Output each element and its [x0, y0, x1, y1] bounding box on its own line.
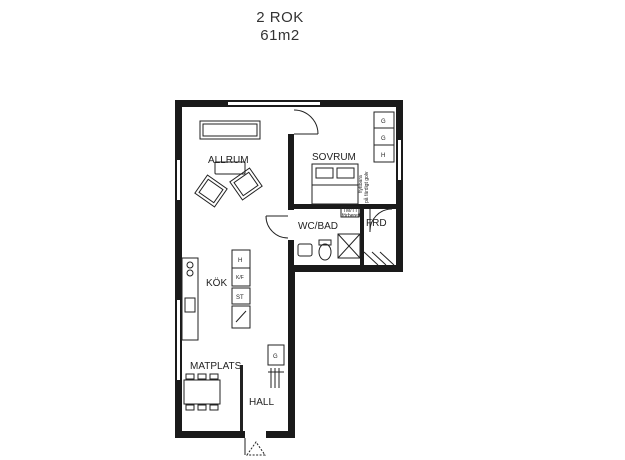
allrum-furniture: [194, 120, 263, 208]
fridge-h: H: [238, 258, 242, 264]
chair-2: [197, 373, 207, 380]
armchair-right-seat: [233, 171, 259, 197]
note-pa-fardigt-golv: på färdigt golv: [363, 171, 370, 203]
wall-step: [288, 265, 403, 272]
label-kok: KÖK: [206, 277, 227, 289]
shower: [337, 233, 361, 259]
hob-2: [186, 269, 194, 277]
oven: [231, 305, 251, 329]
wall-right-lower: [288, 265, 295, 438]
door-frd-arc: [369, 208, 393, 233]
pillow-right: [336, 167, 355, 179]
dining-table: [183, 379, 221, 405]
st-cabinet: [231, 287, 251, 305]
tm-tt-label: TM/TT: [343, 208, 358, 214]
window-left-1: [177, 160, 180, 200]
armchair-left: [194, 174, 228, 208]
frd-hatch: [363, 251, 395, 266]
forberett-label: förberett: [342, 213, 361, 219]
hob-1: [186, 261, 194, 269]
bed-duvet: [311, 184, 359, 205]
wall-bottom-right: [266, 431, 295, 438]
bath-fixtures: TM/TT förberett: [297, 206, 361, 261]
chair-6: [209, 404, 219, 411]
plan-title: 2 ROK: [256, 9, 304, 26]
wardrobe-block: [373, 111, 395, 163]
wall-left: [175, 100, 182, 438]
outer-walls: [175, 100, 403, 438]
wardrobe-g-1: G: [381, 119, 386, 125]
wall-hall-partition: [240, 365, 243, 431]
dining: [183, 373, 221, 411]
st-label: ST: [236, 295, 244, 301]
bed: [311, 163, 359, 205]
hall-fixtures: G: [267, 344, 285, 388]
label-matplats: MATPLATS: [190, 361, 242, 372]
wall-bath-frd: [360, 204, 364, 265]
interior-walls: [240, 134, 396, 431]
window-left-2: [177, 300, 180, 380]
doors: [244, 109, 393, 456]
fridge-kf: K/F: [236, 275, 244, 281]
sink: [297, 243, 313, 257]
sofa: [199, 120, 261, 140]
chair-4: [185, 404, 195, 411]
wardrobe-g-2: G: [381, 136, 386, 142]
label-allrum: ALLRUM: [208, 155, 249, 166]
sofa-cushion: [202, 123, 258, 137]
note-flyttbara: flyttbara: [358, 175, 364, 193]
wall-bath-left: [288, 240, 294, 270]
wardrobe-h: H: [381, 153, 385, 159]
label-frd: FRD: [366, 218, 387, 229]
tm-tt-box: [340, 206, 360, 218]
door-entry-arrow: [246, 441, 266, 456]
coffee-table: [214, 161, 246, 175]
kitchen: H K/F ST: [181, 249, 251, 341]
chair-5: [197, 404, 207, 411]
label-hall: HALL: [249, 397, 274, 408]
toilet: [318, 243, 332, 261]
window-top: [228, 102, 320, 105]
wall-bottom-left: [175, 431, 245, 438]
plan-area: 61m2: [260, 27, 300, 44]
chair-1: [185, 373, 195, 380]
kitchen-counter: [181, 257, 199, 341]
window-right-1: [398, 140, 401, 180]
wall-sovrum-left: [288, 140, 294, 210]
pillow-left: [315, 167, 334, 179]
sovrum-furniture: [311, 163, 359, 205]
hall-wardrobe: [267, 344, 285, 366]
toilet-tank: [318, 239, 332, 246]
door-bath-arc: [265, 215, 289, 239]
hall-wardrobe-g: G: [273, 354, 278, 360]
armchair-right: [229, 167, 263, 201]
armchair-left-seat: [198, 178, 224, 204]
chair-3: [209, 373, 219, 380]
wall-sovrum-corner: [288, 134, 294, 144]
kitchen-sink: [184, 297, 196, 313]
label-sovrum: SOVRUM: [312, 152, 356, 163]
wardrobes: G G H flyttbara på färdigt golv: [358, 111, 395, 203]
wall-right: [396, 100, 403, 272]
door-sovrum-arc: [293, 109, 319, 135]
label-wcbad: WC/BAD: [298, 221, 338, 232]
